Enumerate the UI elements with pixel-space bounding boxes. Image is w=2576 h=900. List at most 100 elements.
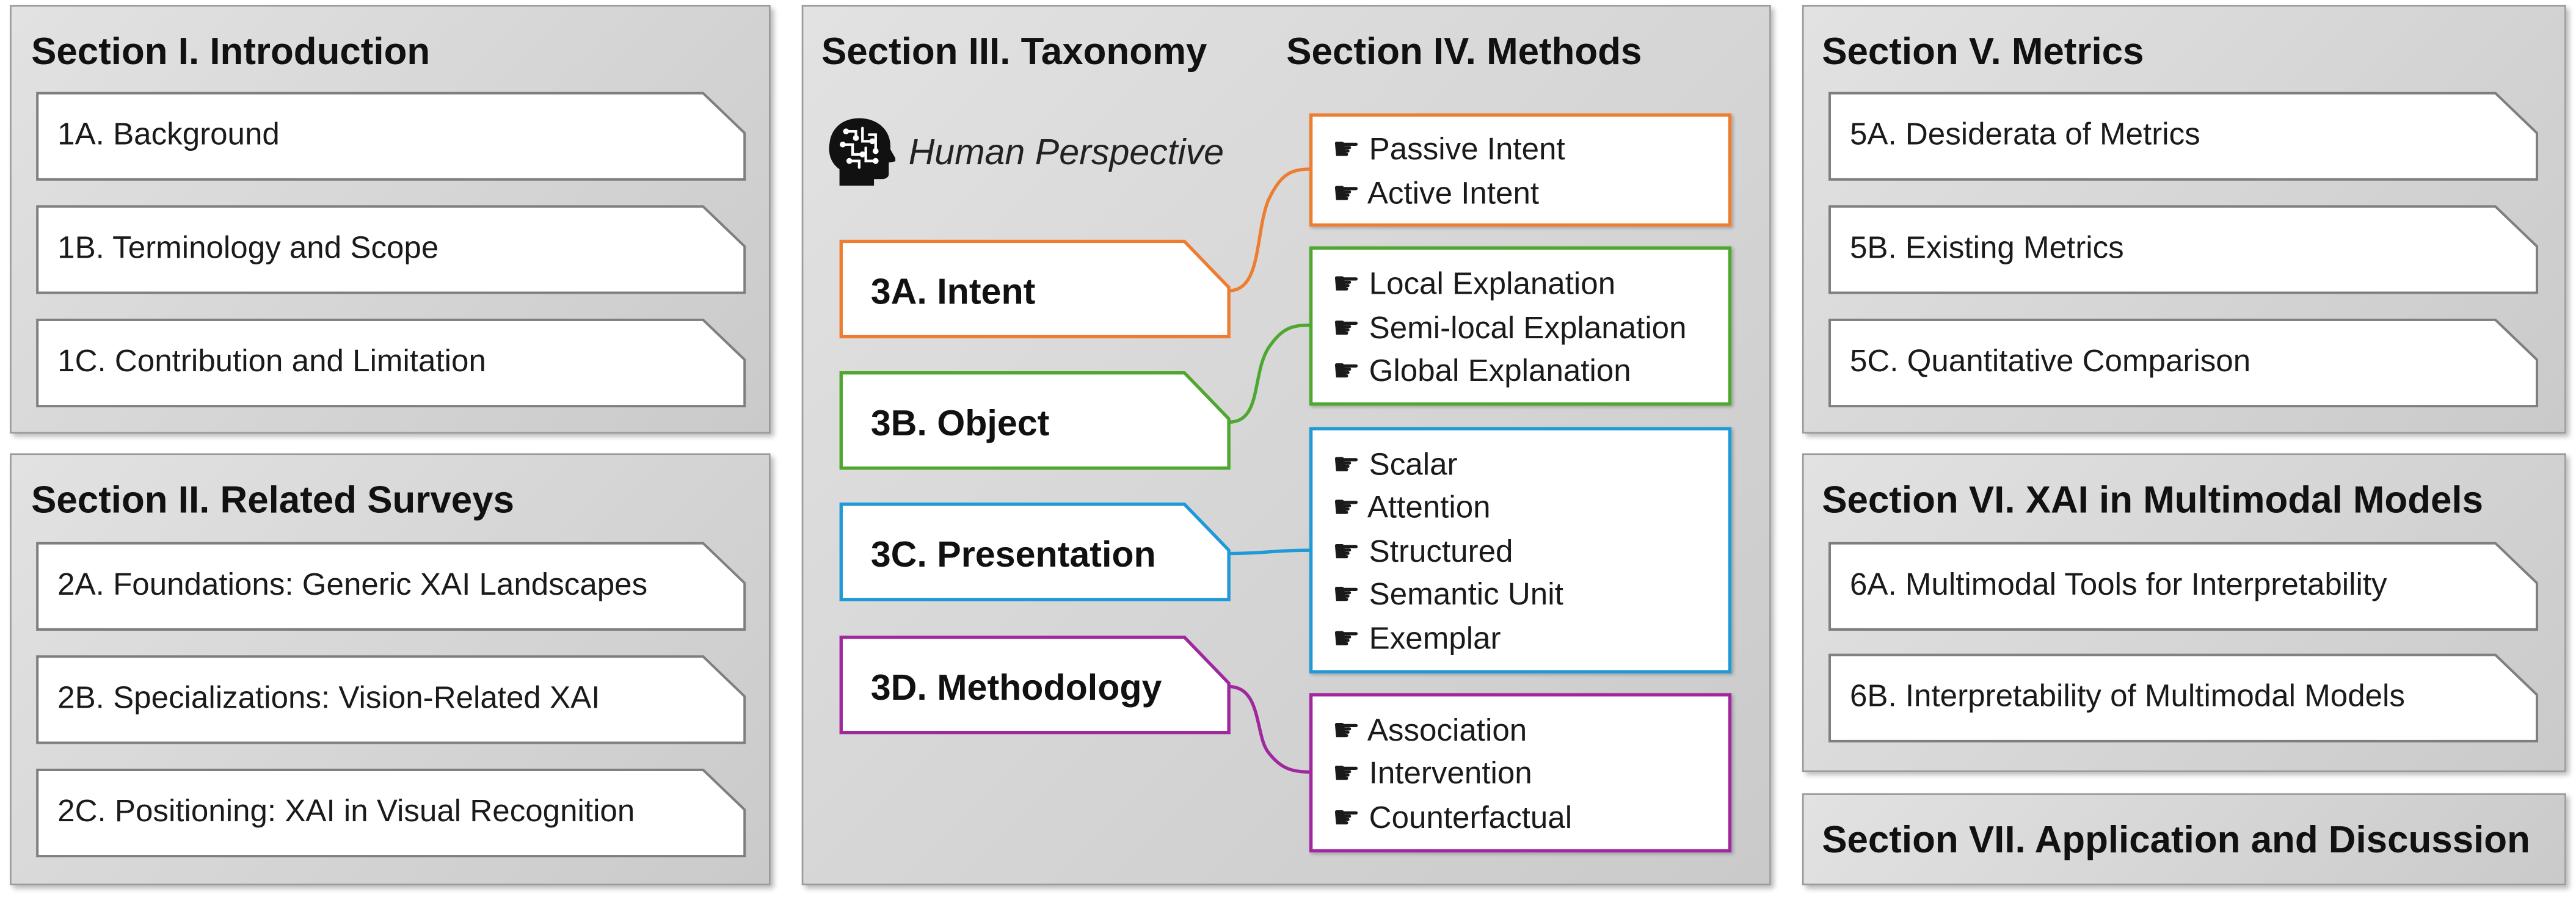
methods-object-box: ☛ Local Explanation ☛ Semi-local Explana… bbox=[1309, 246, 1732, 406]
hand-pointer-icon: ☛ bbox=[1332, 578, 1361, 613]
category-label: 3A. Intent bbox=[870, 270, 1036, 313]
card-shape bbox=[1828, 653, 2539, 742]
hand-pointer-icon: ☛ bbox=[1332, 757, 1361, 792]
category-label: 3B. Object bbox=[870, 402, 1050, 444]
section-title: Section VII. Application and Discussion bbox=[1822, 818, 2530, 861]
section-title-methods: Section IV. Methods bbox=[1286, 29, 1642, 73]
connector-methodology bbox=[1228, 684, 1309, 774]
section-title: Section V. Metrics bbox=[1822, 29, 2144, 73]
subsection-card: 1C. Contribution and Limitation bbox=[36, 318, 746, 408]
category-object-tag: 3B. Object bbox=[839, 371, 1231, 470]
subsection-label: 2C. Positioning: XAI in Visual Recogniti… bbox=[57, 794, 635, 830]
section-title: Section I. Introduction bbox=[31, 29, 431, 73]
method-label: Semi-local Explanation bbox=[1369, 312, 1687, 347]
method-item: ☛ Attention bbox=[1333, 491, 1491, 527]
subsection-label: 5A. Desiderata of Metrics bbox=[1849, 118, 2200, 153]
category-label: 3D. Methodology bbox=[870, 667, 1162, 708]
card-shape bbox=[36, 92, 746, 181]
method-item: ☛ Structured bbox=[1333, 535, 1513, 572]
subsection-label: 1A. Background bbox=[57, 118, 280, 153]
methods-presentation-box: ☛ Scalar ☛ Attention ☛ Structured ☛ Sema… bbox=[1309, 427, 1732, 673]
card-shape bbox=[1828, 542, 2539, 631]
subsection-card: 2C. Positioning: XAI in Visual Recogniti… bbox=[36, 768, 746, 858]
card-shape bbox=[36, 655, 746, 744]
card-shape bbox=[1828, 318, 2539, 408]
hand-pointer-icon: ☛ bbox=[1332, 448, 1361, 483]
card-shape bbox=[1828, 205, 2539, 294]
subsection-label: 5C. Quantitative Comparison bbox=[1849, 344, 2251, 380]
hand-pointer-icon: ☛ bbox=[1332, 535, 1361, 570]
method-label: Association bbox=[1367, 714, 1527, 749]
connector-object bbox=[1228, 323, 1309, 424]
method-label: Active Intent bbox=[1367, 177, 1540, 212]
card-shape bbox=[36, 542, 746, 631]
card-shape bbox=[1828, 92, 2539, 181]
method-label: Local Explanation bbox=[1369, 267, 1616, 302]
method-label: Counterfactual bbox=[1369, 801, 1573, 836]
card-shape bbox=[36, 318, 746, 408]
connector-intent bbox=[1228, 167, 1309, 292]
method-item: ☛ Association bbox=[1333, 714, 1527, 750]
category-label: 3C. Presentation bbox=[870, 534, 1156, 575]
human-perspective-label: Human Perspective bbox=[908, 131, 1224, 173]
connector-presentation bbox=[1229, 548, 1309, 556]
subsection-card: 1B. Terminology and Scope bbox=[36, 205, 746, 294]
method-item: ☛ Exemplar bbox=[1333, 623, 1501, 659]
method-label: Global Explanation bbox=[1369, 355, 1631, 390]
subsection-card: 1A. Background bbox=[36, 92, 746, 181]
hand-pointer-icon: ☛ bbox=[1332, 491, 1361, 526]
method-item: ☛ Counterfactual bbox=[1333, 802, 1572, 838]
method-item: ☛ Global Explanation bbox=[1333, 355, 1631, 391]
method-item: ☛ Semi-local Explanation bbox=[1333, 312, 1687, 348]
subsection-card: 5A. Desiderata of Metrics bbox=[1828, 92, 2539, 181]
method-item: ☛ Intervention bbox=[1333, 757, 1532, 793]
hand-pointer-icon: ☛ bbox=[1332, 267, 1361, 302]
subsection-card: 6A. Multimodal Tools for Interpretabilit… bbox=[1828, 542, 2539, 631]
method-label: Attention bbox=[1367, 491, 1491, 526]
subsection-label: 5B. Existing Metrics bbox=[1849, 231, 2124, 266]
section-application-panel: Section VII. Application and Discussion bbox=[1802, 793, 2566, 885]
head-brain-icon bbox=[829, 118, 896, 186]
subsection-label: 2B. Specializations: Vision-Related XAI bbox=[57, 681, 600, 716]
category-intent-tag: 3A. Intent bbox=[839, 239, 1231, 339]
subsection-card: 2A. Foundations: Generic XAI Landscapes bbox=[36, 542, 746, 631]
section-title: Section II. Related Surveys bbox=[31, 477, 515, 521]
subsection-label: 1B. Terminology and Scope bbox=[57, 231, 439, 266]
method-label: Scalar bbox=[1369, 448, 1458, 483]
hand-pointer-icon: ☛ bbox=[1332, 132, 1361, 168]
method-item: ☛ Semantic Unit bbox=[1333, 578, 1563, 614]
card-shape bbox=[36, 205, 746, 294]
subsection-label: 2A. Foundations: Generic XAI Landscapes bbox=[57, 568, 648, 603]
methods-methodology-box: ☛ Association ☛ Intervention ☛ Counterfa… bbox=[1309, 693, 1732, 853]
method-label: Structured bbox=[1369, 535, 1513, 570]
card-shape bbox=[36, 768, 746, 858]
method-label: Passive Intent bbox=[1369, 132, 1565, 168]
subsection-label: 6B. Interpretability of Multimodal Model… bbox=[1849, 680, 2405, 715]
section-title: Section VI. XAI in Multimodal Models bbox=[1822, 477, 2484, 521]
method-item: ☛ Scalar bbox=[1333, 448, 1458, 484]
subsection-card: 5C. Quantitative Comparison bbox=[1828, 318, 2539, 408]
subsection-card: 5B. Existing Metrics bbox=[1828, 205, 2539, 294]
section-title-taxonomy: Section III. Taxonomy bbox=[821, 29, 1207, 73]
method-item: ☛ Active Intent bbox=[1333, 178, 1540, 214]
category-methodology-tag: 3D. Methodology bbox=[839, 636, 1231, 735]
method-label: Semantic Unit bbox=[1369, 578, 1563, 613]
method-label: Intervention bbox=[1369, 757, 1532, 792]
hand-pointer-icon: ☛ bbox=[1332, 312, 1361, 347]
hand-pointer-icon: ☛ bbox=[1332, 714, 1361, 749]
subsection-card: 6B. Interpretability of Multimodal Model… bbox=[1828, 653, 2539, 742]
category-presentation-tag: 3C. Presentation bbox=[839, 503, 1231, 601]
subsection-card: 2B. Specializations: Vision-Related XAI bbox=[36, 655, 746, 744]
tag-shape bbox=[839, 503, 1231, 601]
method-item: ☛ Local Explanation bbox=[1333, 267, 1616, 303]
tag-shape bbox=[839, 371, 1231, 470]
method-label: Exemplar bbox=[1369, 622, 1501, 657]
hand-pointer-icon: ☛ bbox=[1332, 622, 1361, 657]
hand-pointer-icon: ☛ bbox=[1332, 801, 1361, 836]
method-item: ☛ Passive Intent bbox=[1333, 133, 1565, 169]
subsection-label: 1C. Contribution and Limitation bbox=[57, 344, 486, 380]
hand-pointer-icon: ☛ bbox=[1332, 177, 1361, 212]
hand-pointer-icon: ☛ bbox=[1332, 355, 1361, 390]
